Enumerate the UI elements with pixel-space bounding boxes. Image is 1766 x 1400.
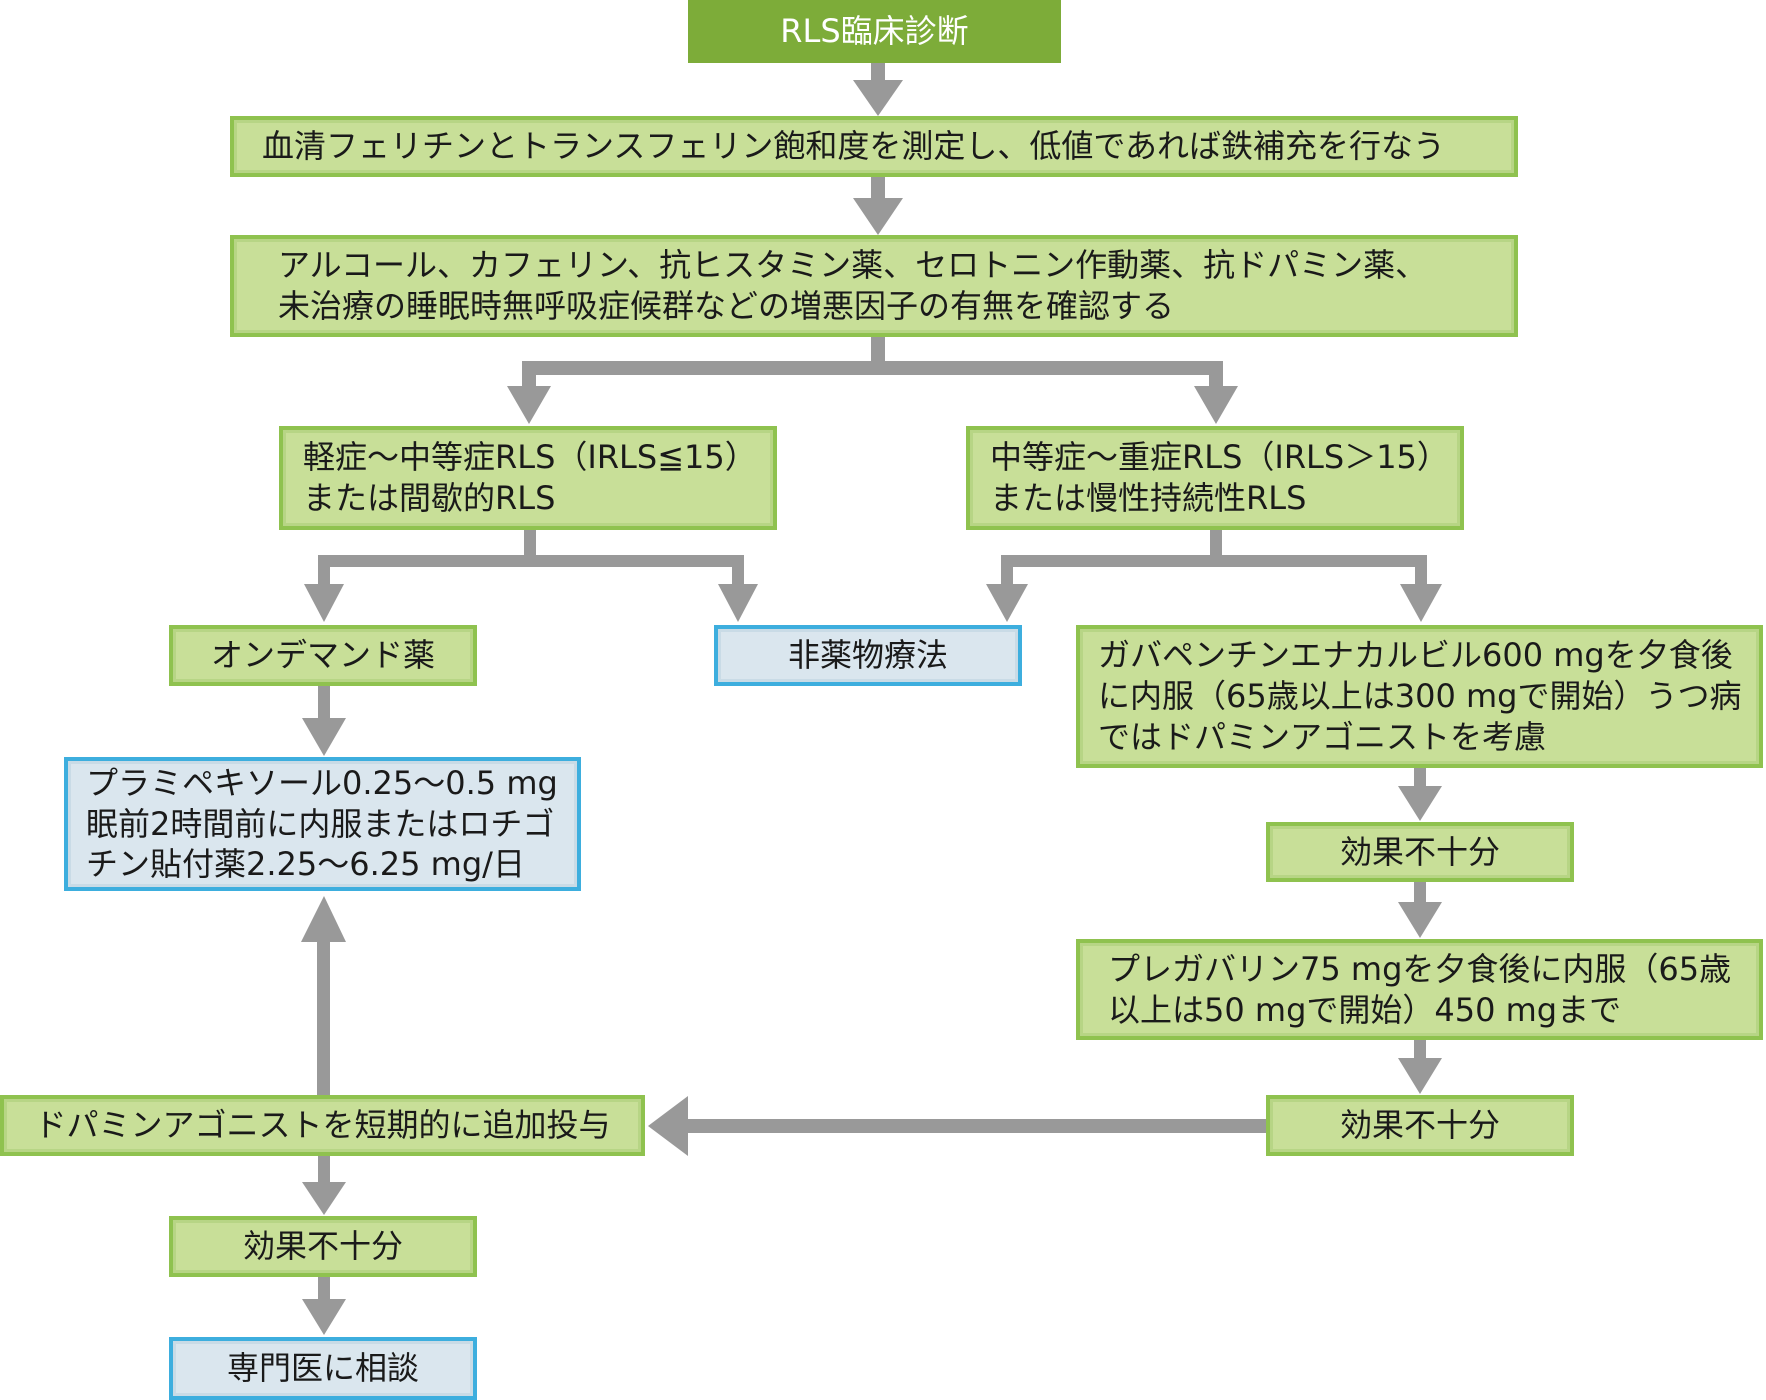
node-gabapentin-label: ガバペンチンエナカルビル600 mgを夕食後 に内服（65歳以上は300 mgで… — [1098, 636, 1742, 756]
node-start: RLS臨床診断 — [688, 0, 1061, 63]
node-iron-label: 血清フェリチンとトランスフェリン飽和度を測定し、低値であれば鉄補充を行なう — [262, 127, 1446, 166]
connector-mild-stem — [524, 530, 536, 560]
arrowhead-factors-mild — [507, 386, 551, 424]
node-non-drug-label: 非薬物療法 — [787, 636, 948, 675]
node-insufficient-3-label: 効果不十分 — [242, 1227, 403, 1266]
node-on-demand: オンデマンド薬 — [169, 625, 477, 686]
node-insufficient-2-label: 効果不十分 — [1339, 1106, 1500, 1145]
node-pramipexole: プラミペキソール0.25〜0.5 mg 眠前2時間前に内服またはロチゴ チン貼付… — [64, 757, 581, 891]
node-insufficient-3: 効果不十分 — [169, 1216, 477, 1277]
arrowhead-gabapentin-insufficient1 — [1398, 786, 1442, 821]
node-insufficient-1-label: 効果不十分 — [1339, 832, 1500, 871]
node-pregabalin-label: プレガバリン75 mgを夕食後に内服（65歳 以上は50 mgで開始）450 m… — [1108, 949, 1732, 1029]
arrowhead-ondemand-pramipexole — [302, 718, 346, 756]
connector-insufficient2-dopamine — [686, 1119, 1266, 1133]
arrowhead-pregabalin-insufficient2 — [1398, 1058, 1442, 1094]
node-factors-label: アルコール、カフェリン、抗ヒスタミン薬、セロトニン作動薬、抗ドパミン薬、 未治療… — [278, 246, 1428, 325]
node-severe-label: 中等症〜重症RLS（IRLS＞15） または慢性持続性RLS — [990, 438, 1449, 517]
node-specialist: 専門医に相談 — [169, 1337, 477, 1400]
node-insufficient-2: 効果不十分 — [1266, 1095, 1574, 1156]
node-gabapentin: ガバペンチンエナカルビル600 mgを夕食後 に内服（65歳以上は300 mgで… — [1076, 625, 1763, 768]
node-mild: 軽症〜中等症RLS（IRLS≦15） または間歇的RLS — [279, 426, 777, 530]
arrowhead-start-iron — [853, 80, 903, 116]
connector-severe-bar — [1001, 555, 1427, 567]
connector-severe-stem — [1210, 530, 1222, 560]
arrowhead-mild-ondemand — [304, 584, 344, 622]
arrowhead-mild-nondrug — [718, 584, 758, 622]
node-insufficient-1: 効果不十分 — [1266, 822, 1574, 882]
node-dopamine-add-label: ドパミンアゴニストを短期的に追加投与 — [34, 1106, 611, 1145]
arrowhead-severe-gabapentin — [1400, 584, 1442, 622]
connector-factors-stem — [871, 337, 885, 367]
node-non-drug: 非薬物療法 — [714, 625, 1022, 686]
connector-dopamine-pramipexole — [317, 940, 330, 1096]
node-pregabalin: プレガバリン75 mgを夕食後に内服（65歳 以上は50 mgで開始）450 m… — [1076, 939, 1763, 1040]
connector-pregabalin-insufficient2 — [1414, 1040, 1426, 1060]
connector-iron-factors — [871, 177, 885, 199]
connector-factors-bar — [522, 361, 1223, 375]
connector-mild-bar — [318, 555, 744, 567]
node-on-demand-label: オンデマンド薬 — [210, 636, 435, 675]
node-factors: アルコール、カフェリン、抗ヒスタミン薬、セロトニン作動薬、抗ドパミン薬、 未治療… — [230, 235, 1518, 337]
arrowhead-insufficient2-dopamine — [648, 1096, 688, 1156]
arrowhead-iron-factors — [853, 198, 903, 235]
connector-insufficient1-pregabalin — [1414, 882, 1426, 904]
arrowhead-factors-severe — [1194, 386, 1238, 424]
node-start-label: RLS臨床診断 — [780, 12, 969, 51]
node-pramipexole-label: プラミペキソール0.25〜0.5 mg 眠前2時間前に内服またはロチゴ チン貼付… — [86, 763, 558, 884]
node-dopamine-add: ドパミンアゴニストを短期的に追加投与 — [0, 1095, 645, 1156]
arrowhead-dopamine-insufficient3 — [302, 1182, 346, 1215]
arrowhead-insufficient3-specialist — [302, 1299, 346, 1335]
arrowhead-dopamine-pramipexole — [301, 896, 346, 942]
connector-ondemand-pramipexole — [318, 686, 330, 720]
arrowhead-severe-nondrug — [986, 584, 1028, 622]
node-severe: 中等症〜重症RLS（IRLS＞15） または慢性持続性RLS — [966, 426, 1464, 530]
connector-gabapentin-insufficient1 — [1414, 768, 1426, 788]
arrowhead-insufficient1-pregabalin — [1398, 902, 1442, 938]
node-iron: 血清フェリチンとトランスフェリン飽和度を測定し、低値であれば鉄補充を行なう — [230, 116, 1518, 177]
connector-start-iron — [871, 63, 885, 81]
node-specialist-label: 専門医に相談 — [226, 1349, 419, 1388]
node-mild-label: 軽症〜中等症RLS（IRLS≦15） または間歇的RLS — [303, 438, 757, 517]
connector-dopamine-insufficient3 — [318, 1156, 330, 1184]
connector-insufficient3-specialist — [318, 1277, 330, 1301]
